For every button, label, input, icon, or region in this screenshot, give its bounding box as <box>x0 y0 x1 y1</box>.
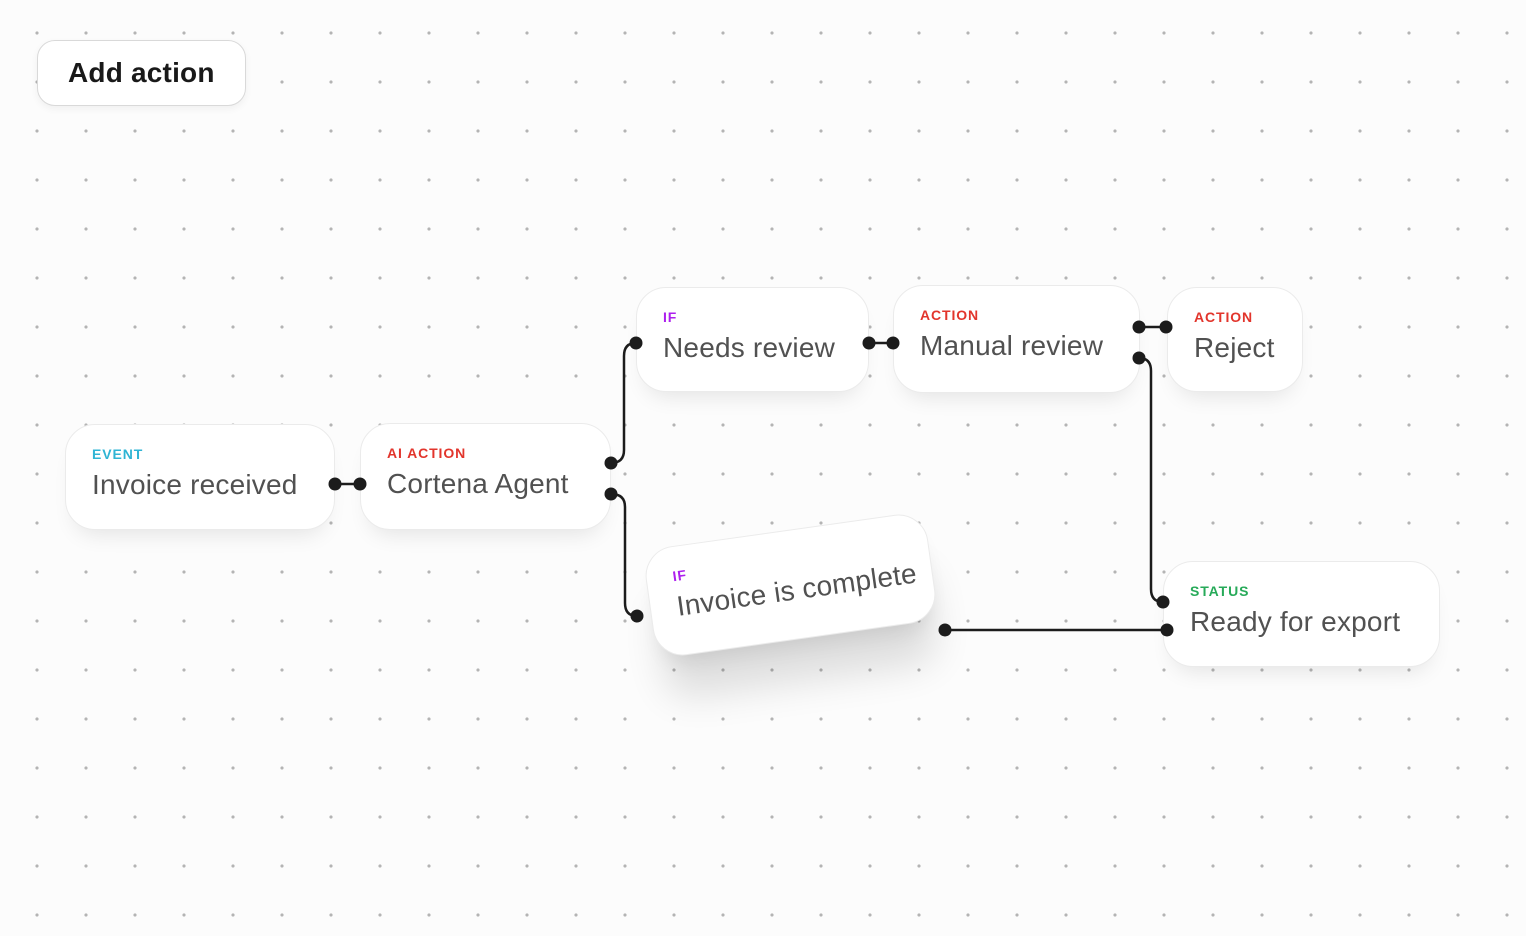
edge-cortena-agent-to-invoice-is-complete[interactable] <box>609 492 639 618</box>
node-cortena-agent[interactable]: AI ACTION Cortena Agent <box>360 423 611 530</box>
port-cortena-agent-out-top[interactable] <box>604 456 618 470</box>
node-title: Ready for export <box>1190 606 1401 637</box>
node-title: Invoice received <box>92 469 298 500</box>
port-needs-review-in[interactable] <box>629 336 643 350</box>
port-ready-for-export-in-top[interactable] <box>1156 595 1170 609</box>
node-title: Manual review <box>920 330 1104 361</box>
port-ready-for-export-in-bottom[interactable] <box>1160 623 1174 637</box>
port-invoice-is-complete-in[interactable] <box>630 609 644 623</box>
node-manual-review[interactable]: ACTION Manual review <box>893 285 1140 393</box>
node-type-label: IF <box>663 309 678 325</box>
node-title: Cortena Agent <box>387 468 569 499</box>
node-title: Needs review <box>663 332 836 363</box>
port-manual-review-out-bottom[interactable] <box>1132 351 1146 365</box>
node-invoice-is-complete[interactable]: IF Invoice is complete <box>641 510 940 660</box>
node-type-label: AI ACTION <box>387 445 467 461</box>
port-manual-review-in[interactable] <box>886 336 900 350</box>
add-action-button[interactable]: Add action <box>37 40 246 106</box>
port-invoice-received-out[interactable] <box>328 477 342 491</box>
edge-manual-review-to-ready-for-export[interactable] <box>1137 356 1165 604</box>
node-type-label: STATUS <box>1190 583 1250 599</box>
node-type-label: ACTION <box>1194 309 1254 325</box>
node-type-label: ACTION <box>920 307 980 323</box>
node-ready-for-export[interactable]: STATUS Ready for export <box>1163 561 1440 667</box>
port-cortena-agent-in[interactable] <box>353 477 367 491</box>
port-needs-review-out[interactable] <box>862 336 876 350</box>
node-type-label: EVENT <box>92 446 144 462</box>
node-title: Reject <box>1194 332 1275 363</box>
node-needs-review[interactable]: IF Needs review <box>636 287 869 392</box>
port-reject-in[interactable] <box>1159 320 1173 334</box>
edge-cortena-agent-to-needs-review[interactable] <box>609 341 638 465</box>
port-manual-review-out-top[interactable] <box>1132 320 1146 334</box>
node-invoice-received[interactable]: EVENT Invoice received <box>65 424 335 530</box>
port-cortena-agent-out-bottom[interactable] <box>604 487 618 501</box>
node-reject[interactable]: ACTION Reject <box>1167 287 1303 392</box>
port-invoice-is-complete-out[interactable] <box>938 623 952 637</box>
